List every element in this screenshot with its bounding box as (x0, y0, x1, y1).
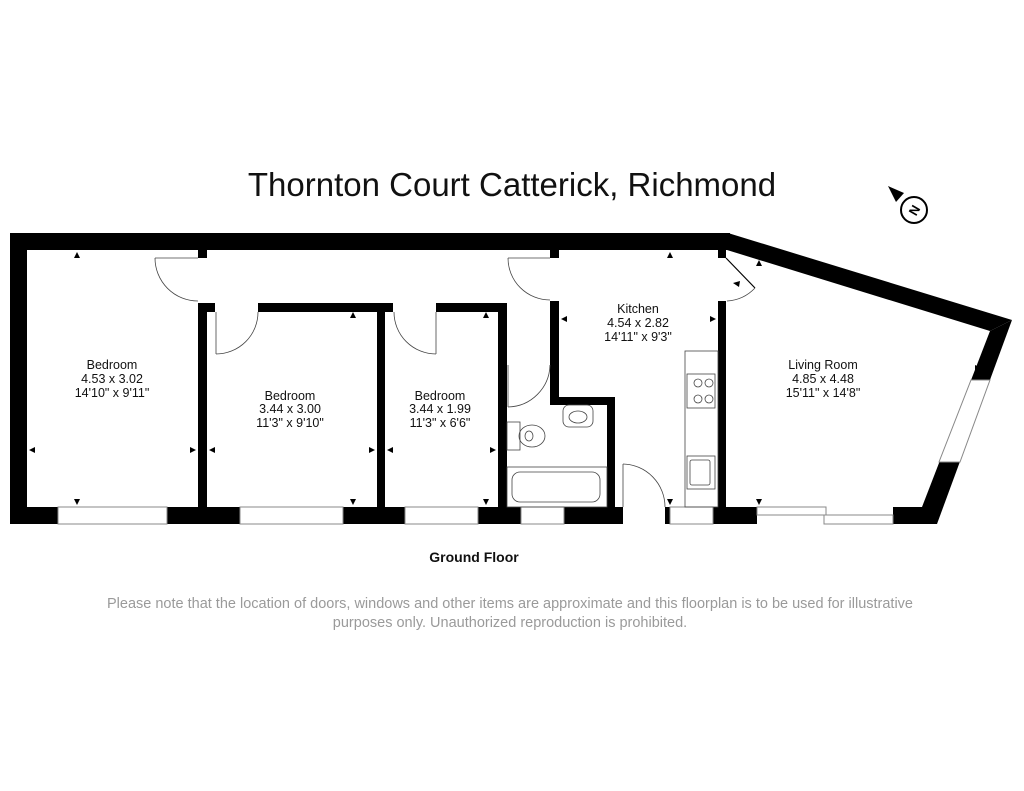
room-metric: 3.44 x 3.00 (259, 402, 321, 416)
room-name: Bedroom (87, 358, 138, 372)
interior-walls (198, 250, 726, 507)
room-metric: 3.44 x 1.99 (409, 402, 471, 416)
north-arrow-icon: N (888, 186, 928, 224)
room-imperial: 15'11" x 14'8" (786, 386, 861, 400)
hob-icon (686, 373, 716, 409)
room-label-kitchen: Kitchen 4.54 x 2.82 14'11" x 9'3" (604, 302, 672, 344)
floor-label: Ground Floor (429, 549, 519, 565)
window (239, 506, 344, 525)
room-label-bedroom-3: Bedroom 3.44 x 1.99 11'3" x 6'6" (409, 389, 471, 430)
room-name: Living Room (788, 358, 857, 372)
room-metric: 4.54 x 2.82 (607, 316, 669, 330)
basin-icon (562, 404, 594, 428)
room-imperial: 14'11" x 9'3" (604, 330, 672, 344)
room-name: Bedroom (265, 389, 316, 403)
window (57, 506, 168, 525)
disclaimer-line-1: Please note that the location of doors, … (107, 596, 913, 612)
window (520, 506, 565, 525)
bath-icon (506, 466, 608, 508)
room-metric: 4.85 x 4.48 (792, 372, 854, 386)
room-label-bedroom-2: Bedroom 3.44 x 3.00 11'3" x 9'10" (256, 389, 324, 430)
room-name: Bedroom (415, 389, 466, 403)
room-imperial: 11'3" x 9'10" (256, 416, 324, 430)
toilet-icon (506, 421, 546, 451)
room-label-living-room: Living Room 4.85 x 4.48 15'11" x 14'8" (786, 358, 861, 400)
room-imperial: 14'10" x 9'11" (75, 386, 150, 400)
disclaimer-line-2: purposes only. Unauthorized reproduction… (333, 615, 687, 631)
room-label-bedroom-1: Bedroom 4.53 x 3.02 14'10" x 9'11" (75, 358, 150, 400)
doors (154, 257, 756, 508)
sink-icon (686, 455, 716, 490)
window (938, 379, 991, 463)
plan-title: Thornton Court Catterick, Richmond (248, 166, 776, 203)
window (823, 514, 894, 525)
room-imperial: 11'3" x 6'6" (410, 416, 471, 430)
room-metric: 4.53 x 3.02 (81, 372, 143, 386)
kitchen-counter (684, 350, 719, 508)
window (404, 506, 479, 525)
outer-walls (10, 233, 1012, 525)
bathroom-fixtures (506, 404, 608, 508)
window (756, 506, 827, 516)
dimension-arrows (29, 252, 981, 505)
room-name: Kitchen (617, 302, 659, 316)
window (669, 506, 714, 525)
